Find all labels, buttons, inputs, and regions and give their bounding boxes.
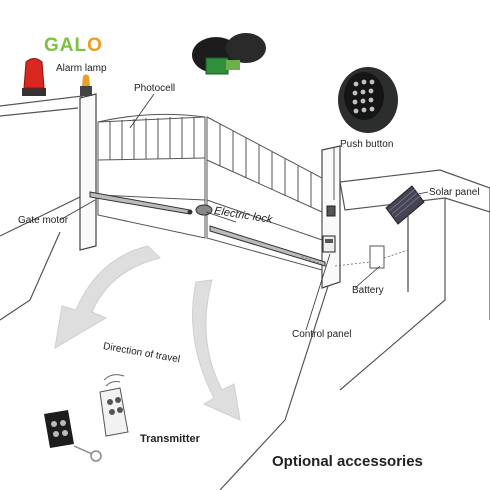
solar-panel-icon <box>385 185 425 292</box>
control-panel-icon <box>322 235 336 253</box>
photocell-icon <box>192 33 266 75</box>
label-photocell: Photocell <box>134 83 176 94</box>
brand-logo: GALO <box>44 36 103 55</box>
right-gate-leaf <box>206 116 323 271</box>
label-gate-motor: Gate motor <box>18 215 69 226</box>
site-outline <box>0 95 490 490</box>
push-button-keypad-icon <box>338 67 398 133</box>
label-optional-accessories: Optional accessories <box>272 453 423 470</box>
battery-icon <box>369 245 385 269</box>
label-alarm-lamp: Alarm lamp <box>56 63 107 74</box>
direction-arrow-icon <box>54 245 241 421</box>
leader-lines <box>59 93 429 331</box>
label-solar-panel: Solar panel <box>429 187 480 198</box>
label-transmitter: Transmitter <box>140 433 200 445</box>
wiring <box>299 249 409 267</box>
left-gate-leaf <box>97 113 206 239</box>
label-battery: Battery <box>352 285 384 296</box>
alarm-lamp-icon <box>22 58 92 96</box>
transmitter-remote-icon <box>44 387 129 462</box>
transmitter-signal-icon <box>103 374 125 387</box>
label-push-button: Push button <box>340 139 394 150</box>
photocell-small-icon <box>326 205 336 217</box>
label-control-panel: Control panel <box>292 329 352 340</box>
logo-text: GALO <box>44 35 103 56</box>
